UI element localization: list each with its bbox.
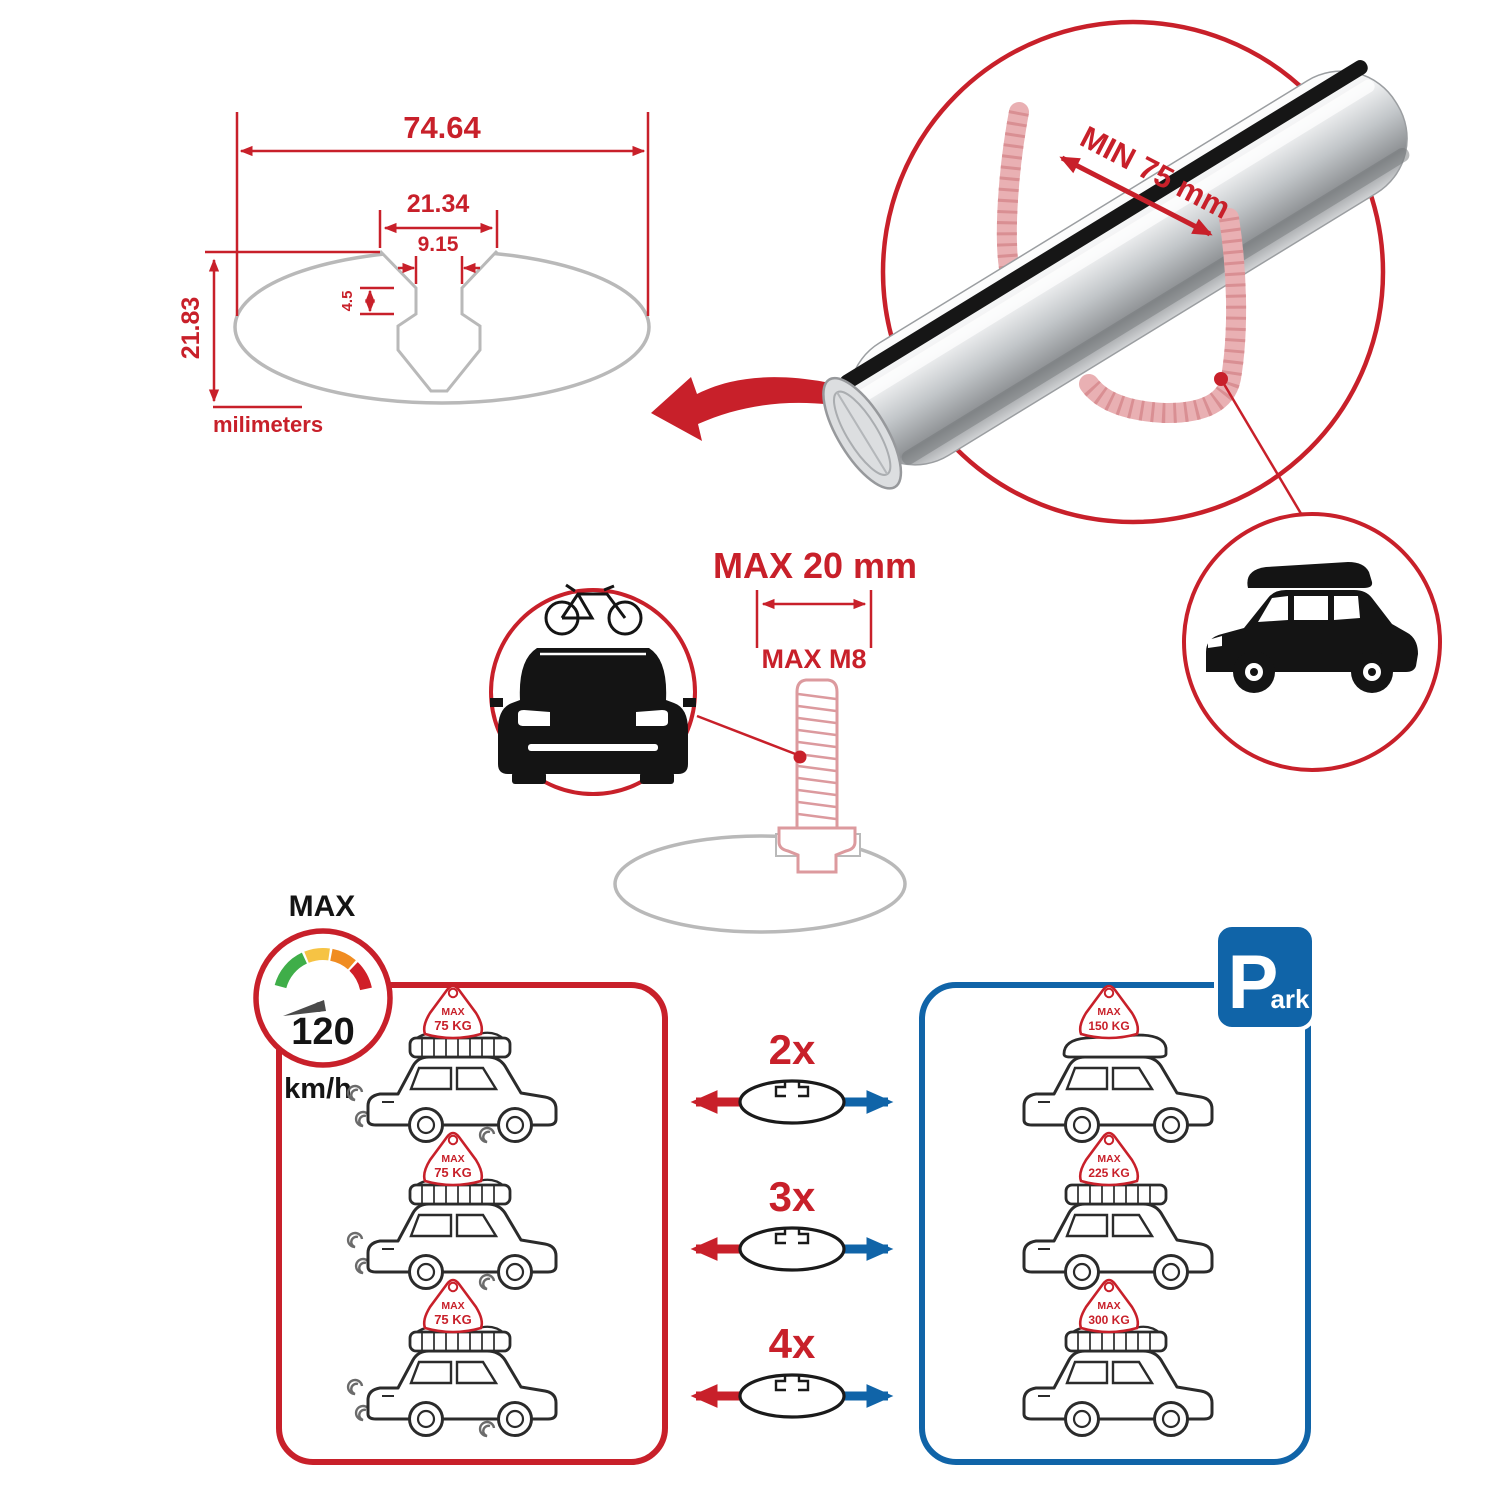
bar-count-label: 2x xyxy=(769,1026,816,1073)
parking-zone-panel xyxy=(919,982,1311,1465)
bicycle-icon xyxy=(544,583,643,636)
callout-line-to-car xyxy=(1219,378,1305,518)
parking-sign-letter: P xyxy=(1228,940,1279,1025)
bar-count-label: 4x xyxy=(769,1320,816,1367)
driving-zone-panel xyxy=(276,982,668,1465)
dimension-lines xyxy=(205,112,650,409)
load-tag-title: MAX xyxy=(1097,1153,1120,1165)
dim-total-width-label: 74.64 xyxy=(403,110,481,145)
max-thread-label: MAX M8 xyxy=(761,644,866,674)
load-tag-title: MAX xyxy=(441,1006,464,1018)
crossbar-oval-icon xyxy=(738,1226,846,1272)
driving-car-3: MAX 75 KG xyxy=(346,1278,558,1438)
crossbar-detail-circle: MIN 75 mm xyxy=(822,19,1410,525)
crossbar-oval-icon xyxy=(738,1079,846,1125)
load-tag: MAX 75 KG xyxy=(422,984,484,1040)
load-tag-value: 150 KG xyxy=(1088,1019,1129,1033)
gauge-units: km/h xyxy=(284,1073,352,1105)
load-tag-title: MAX xyxy=(1097,1006,1120,1018)
load-tag: MAX 225 KG xyxy=(1078,1131,1140,1187)
load-tag: MAX 300 KG xyxy=(1078,1278,1140,1334)
bar-count-row-1: 2x xyxy=(690,1026,894,1125)
load-tag: MAX 150 KG xyxy=(1078,984,1140,1040)
dim-lip-depth-label: 4.5 xyxy=(339,291,356,312)
speed-limit-gauge: MAX 120 km/h xyxy=(253,890,393,1105)
parked-car-3: MAX 300 KG xyxy=(1022,1278,1214,1437)
load-tag: MAX 75 KG xyxy=(422,1131,484,1187)
callout-dot xyxy=(793,750,807,764)
load-tag-value: 75 KG xyxy=(434,1165,472,1180)
bar-count-row-3: 4x xyxy=(690,1320,894,1419)
car-front-icon xyxy=(490,648,696,784)
dim-total-height-label: 21.83 xyxy=(177,297,205,360)
tbolt-icon xyxy=(777,678,857,874)
load-tag-title: MAX xyxy=(441,1153,464,1165)
t-slot-outline xyxy=(378,249,499,393)
load-tag-value: 300 KG xyxy=(1088,1313,1129,1327)
gauge-max-label: MAX xyxy=(289,890,356,923)
profile-ellipse-ghost xyxy=(613,834,907,934)
units-label: milimeters xyxy=(213,412,323,437)
bar-count-row-2: 3x xyxy=(690,1173,894,1272)
load-tag-title: MAX xyxy=(441,1300,464,1312)
gauge-value: 120 xyxy=(291,1011,354,1053)
load-tag-value: 75 KG xyxy=(434,1312,472,1327)
parked-car-1: MAX 150 KG xyxy=(1022,984,1214,1143)
profile-dimension-diagram: 74.64 21.34 9.15 4.5 21.83 milimeters xyxy=(177,110,651,437)
bar-count-label: 3x xyxy=(769,1173,816,1220)
load-tag-value: 225 KG xyxy=(1088,1166,1129,1180)
crossbar-oval-icon xyxy=(738,1373,846,1419)
bolt-spec-diagram: MAX 20 mm MAX M8 xyxy=(613,545,917,934)
bike-car-circle xyxy=(489,583,697,796)
parking-sign-suffix: ark xyxy=(1270,984,1310,1014)
callout-line-to-bike-car xyxy=(696,714,799,757)
min-span-arrow xyxy=(1059,155,1213,237)
dim-slot-outer-label: 21.34 xyxy=(407,190,470,218)
driving-car-1: MAX 75 KG xyxy=(346,984,558,1144)
load-tag: MAX 75 KG xyxy=(422,1278,484,1334)
connector-arrow xyxy=(651,377,868,441)
load-tag-title: MAX xyxy=(1097,1300,1120,1312)
gauge-arcs xyxy=(274,948,372,991)
load-tag-value: 75 KG xyxy=(434,1018,472,1033)
parked-car-2: MAX 225 KG xyxy=(1022,1131,1214,1290)
max-length-label: MAX 20 mm xyxy=(713,545,917,586)
parking-sign: P ark xyxy=(1214,923,1316,1031)
dim-slot-inner-label: 9.15 xyxy=(418,233,459,256)
roofbox-car-circle xyxy=(1182,512,1442,772)
suv-with-roofbox-icon xyxy=(1206,562,1418,693)
driving-car-2: MAX 75 KG xyxy=(346,1131,558,1291)
